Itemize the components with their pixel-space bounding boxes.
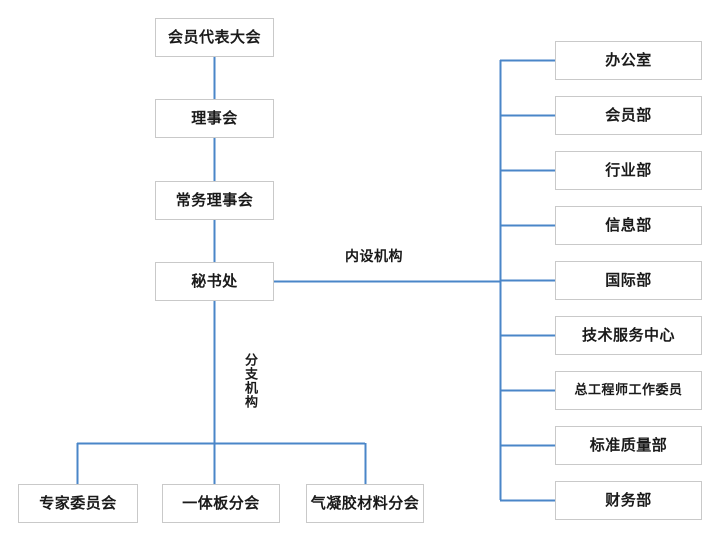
node-branch-aerogel-material[interactable]: 气凝胶材料分会 [306, 484, 424, 523]
node-dept-membership[interactable]: 会员部 [555, 96, 702, 135]
node-label: 国际部 [605, 271, 652, 289]
label-branch-organizations: 分支机构 [242, 353, 257, 409]
node-label: 一体板分会 [182, 494, 260, 512]
node-dept-information[interactable]: 信息部 [555, 206, 702, 245]
node-label: 标准质量部 [589, 436, 668, 454]
node-label: 信息部 [605, 216, 652, 234]
node-dept-technical-service-center[interactable]: 技术服务中心 [555, 316, 702, 355]
node-label: 财务部 [605, 491, 652, 509]
node-label: 总工程师工作委员 [574, 383, 683, 398]
node-label: 理事会 [191, 109, 238, 127]
node-label: 常务理事会 [175, 191, 254, 209]
node-dept-industry[interactable]: 行业部 [555, 151, 702, 190]
node-label: 秘书处 [191, 272, 238, 290]
node-member-assembly[interactable]: 会员代表大会 [155, 18, 274, 57]
node-dept-chief-engineer-committee[interactable]: 总工程师工作委员 [555, 371, 702, 410]
node-dept-standard-quality[interactable]: 标准质量部 [555, 426, 702, 465]
node-council[interactable]: 理事会 [155, 99, 274, 138]
node-branch-integrated-board[interactable]: 一体板分会 [162, 484, 280, 523]
node-label: 专家委员会 [39, 494, 117, 512]
node-dept-office[interactable]: 办公室 [555, 41, 702, 80]
node-label: 会员部 [605, 106, 652, 124]
node-standing-council[interactable]: 常务理事会 [155, 181, 274, 220]
node-label: 技术服务中心 [581, 326, 675, 344]
node-label: 办公室 [605, 51, 652, 69]
node-label: 会员代表大会 [167, 28, 261, 46]
node-dept-finance[interactable]: 财务部 [555, 481, 702, 520]
label-internal-departments: 内设机构 [345, 249, 403, 265]
node-secretariat[interactable]: 秘书处 [155, 262, 274, 301]
node-label: 行业部 [605, 161, 652, 179]
node-dept-international[interactable]: 国际部 [555, 261, 702, 300]
node-branch-expert-committee[interactable]: 专家委员会 [18, 484, 138, 523]
node-label: 气凝胶材料分会 [310, 494, 420, 512]
